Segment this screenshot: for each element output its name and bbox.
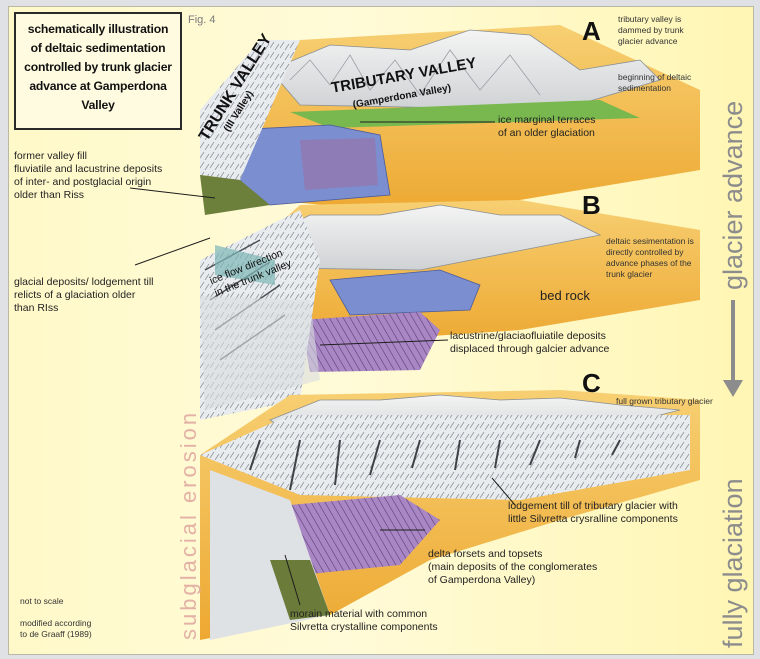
subglacial-erosion-label: subglacial erosion: [176, 410, 202, 640]
glacier-advance-label: glacier advance: [718, 101, 749, 290]
title-line: schematically illustration: [22, 20, 174, 39]
delta-forsets-label: delta forsets and topsets (main deposits…: [428, 548, 628, 587]
panel-c-letter: C: [582, 368, 601, 399]
title-line: of deltaic sedimentation: [22, 39, 174, 58]
ice-terraces-label: ice marginal terraces of an older glacia…: [498, 114, 638, 140]
panel-b-letter: B: [582, 190, 601, 221]
title-line: advance at Gamperdona Valley: [22, 77, 174, 115]
panel-c-note: full grown tributary glacier: [616, 396, 726, 407]
block-b: [200, 200, 700, 420]
title-box: schematically illustration of deltaic se…: [14, 12, 182, 130]
lodgement-till-label: lodgement till of tributary glacier with…: [508, 500, 718, 526]
panel-a-note-2: beginning of deltaic sedimentation: [618, 72, 718, 94]
glacial-deposits-label: glacial deposits/ lodgement till relicts…: [14, 276, 204, 315]
modified-according-label: modified according to de Graaff (1989): [20, 618, 140, 640]
morain-material-label: morain material with common Silvretta cr…: [290, 608, 490, 634]
panel-a-note: tributary valley is dammed by trunk glac…: [618, 14, 718, 47]
former-valley-fill-label: former valley fill fluviatile and lacust…: [14, 150, 214, 202]
glacier-advance-arrow: [723, 300, 743, 397]
panel-b-note: deltaic sesimentation is directly contro…: [606, 236, 706, 280]
title-line: controlled by trunk glacier: [22, 58, 174, 77]
bed-rock-label: bed rock: [540, 288, 590, 303]
not-to-scale-label: not to scale: [20, 596, 63, 607]
figure-label: Fig. 4: [188, 14, 216, 26]
lacustrine-deposits-label: lacustrine/glaciaofluiatile deposits dis…: [450, 330, 650, 356]
fully-glaciation-label: fully glaciation: [718, 478, 749, 648]
panel-a-letter: A: [582, 16, 601, 47]
